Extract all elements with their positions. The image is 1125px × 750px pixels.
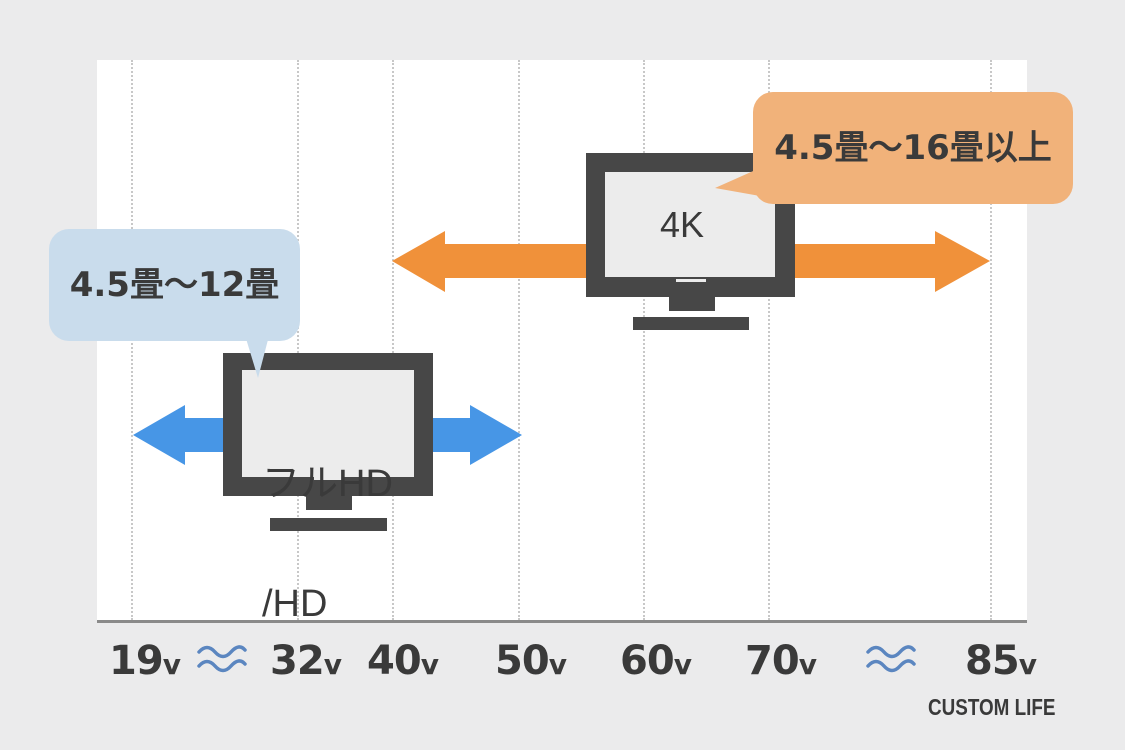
tick-number: 50 <box>495 638 550 684</box>
tick-number: 85 <box>965 638 1020 684</box>
tick-unit: v <box>420 648 439 681</box>
tick-unit: v <box>162 648 181 681</box>
fullhd-monitor-icon <box>223 353 433 531</box>
tick-number: 32 <box>270 638 325 684</box>
4k-monitor-icon <box>586 153 795 330</box>
tick-label-85v: 85v <box>941 636 1061 686</box>
gridline-50v <box>518 60 520 620</box>
tick-unit: v <box>323 648 342 681</box>
tick-label-70v: 70v <box>721 636 841 686</box>
brand-logo: CUSTOM LIFE <box>928 694 1056 720</box>
tick-number: 19 <box>109 638 164 684</box>
tick-unit: v <box>798 648 817 681</box>
gridline-60v <box>643 60 645 620</box>
fullhd-screen-label-line2: /HD <box>262 583 328 625</box>
tick-number: 60 <box>620 638 675 684</box>
tick-label-32v: 32v <box>246 636 366 686</box>
axis-baseline <box>97 620 1027 623</box>
fullhd-callout-tail <box>244 332 270 378</box>
4k-screen-label: 4K <box>660 204 705 245</box>
tick-number: 70 <box>745 638 800 684</box>
tick-unit: v <box>673 648 692 681</box>
fullhd-callout: 4.5畳～12畳 <box>49 229 300 341</box>
fullhd-screen-label-line1: フルHD <box>262 463 393 505</box>
4k-callout: 4.5畳～16畳以上 <box>753 92 1073 204</box>
axis-break-icon-right <box>866 645 916 673</box>
tick-label-50v: 50v <box>471 636 591 686</box>
gridline-85v <box>990 60 992 620</box>
gridline-70v <box>768 60 770 620</box>
axis-break-icon-left <box>197 645 247 673</box>
gridline-40v <box>392 60 394 620</box>
tick-label-19v: 19v <box>85 636 205 686</box>
fullhd-screen-label: フルHD /HD <box>262 384 393 704</box>
tick-unit: v <box>1018 648 1037 681</box>
tick-number: 40 <box>367 638 422 684</box>
gridline-32v <box>297 60 299 620</box>
4k-callout-tail <box>715 168 760 196</box>
tick-unit: v <box>548 648 567 681</box>
tick-label-40v: 40v <box>343 636 463 686</box>
tick-label-60v: 60v <box>596 636 716 686</box>
